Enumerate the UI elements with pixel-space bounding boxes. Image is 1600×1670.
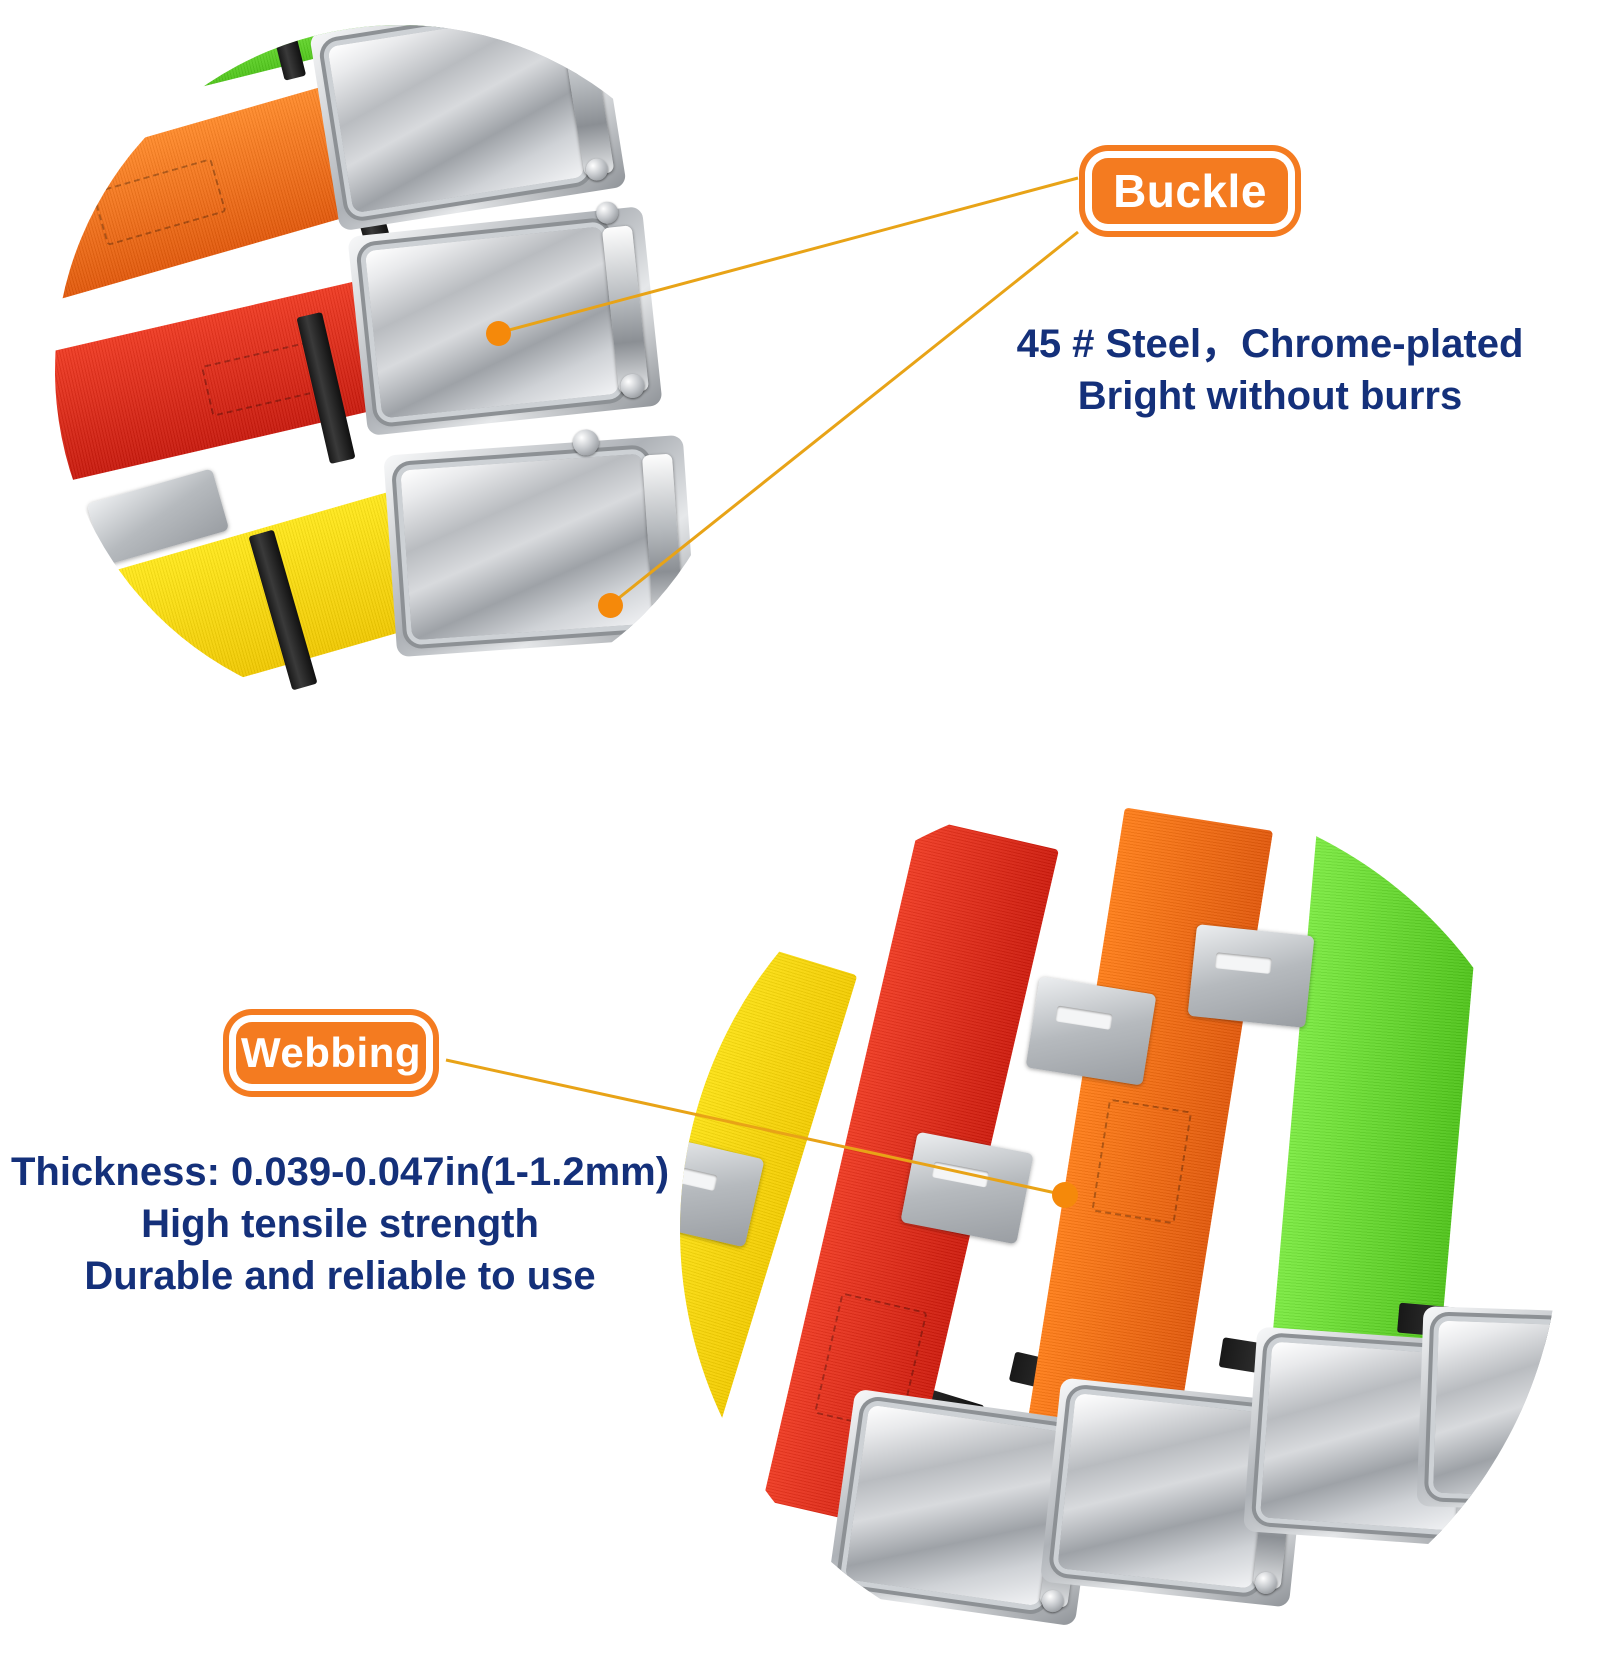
buckle-plate xyxy=(844,1404,1064,1607)
chrome-buckle-4 xyxy=(1416,1306,1560,1514)
callout-dot-webbing-1 xyxy=(1052,1182,1078,1208)
webbing-description: Thickness: 0.039-0.047in(1-1.2mm) High t… xyxy=(10,1146,670,1302)
buckle-plate xyxy=(1057,1393,1271,1589)
webbing-description-line-2: High tensile strength xyxy=(141,1202,539,1246)
webbing-description-line-1: Thickness: 0.039-0.047in(1-1.2mm) xyxy=(10,1150,670,1194)
webbing-description-line-3: Durable and reliable to use xyxy=(84,1254,596,1298)
buckle-description-line-1: 45 # Steel，Chrome-plated xyxy=(1016,322,1524,366)
webbing-badge-label: Webbing xyxy=(240,1029,422,1076)
strap-stitching xyxy=(1091,1098,1193,1225)
tongue-slot xyxy=(680,1162,718,1192)
buckle-plate xyxy=(1433,1320,1560,1499)
webbing-photo xyxy=(680,790,1560,1670)
chrome-buckle-3 xyxy=(383,428,697,658)
buckle-description: 45 # Steel，Chrome-plated Bright without … xyxy=(1000,318,1540,422)
chrome-buckle-1 xyxy=(309,25,627,232)
callout-dot-buckle-2 xyxy=(598,593,623,618)
chrome-buckle-2 xyxy=(347,200,663,436)
buckle-description-line-2: Bright without burrs xyxy=(1077,374,1463,418)
buckle-badge-label: Buckle xyxy=(1113,165,1267,217)
tongue-slot xyxy=(1214,952,1272,975)
tongue-slot xyxy=(1055,1005,1113,1031)
infographic-canvas: Buckle 45 # Steel，Chrome-plated Bright w… xyxy=(10,25,1560,1627)
buckle-tongue xyxy=(1025,976,1157,1086)
webbing-badge[interactable]: Webbing xyxy=(236,1022,426,1084)
buckle-badge[interactable]: Buckle xyxy=(1092,158,1288,224)
callout-dot-buckle-1 xyxy=(486,321,511,346)
buckle-photo xyxy=(55,25,745,715)
tongue-slot xyxy=(931,1161,990,1188)
buckle-tongue xyxy=(1187,924,1315,1028)
